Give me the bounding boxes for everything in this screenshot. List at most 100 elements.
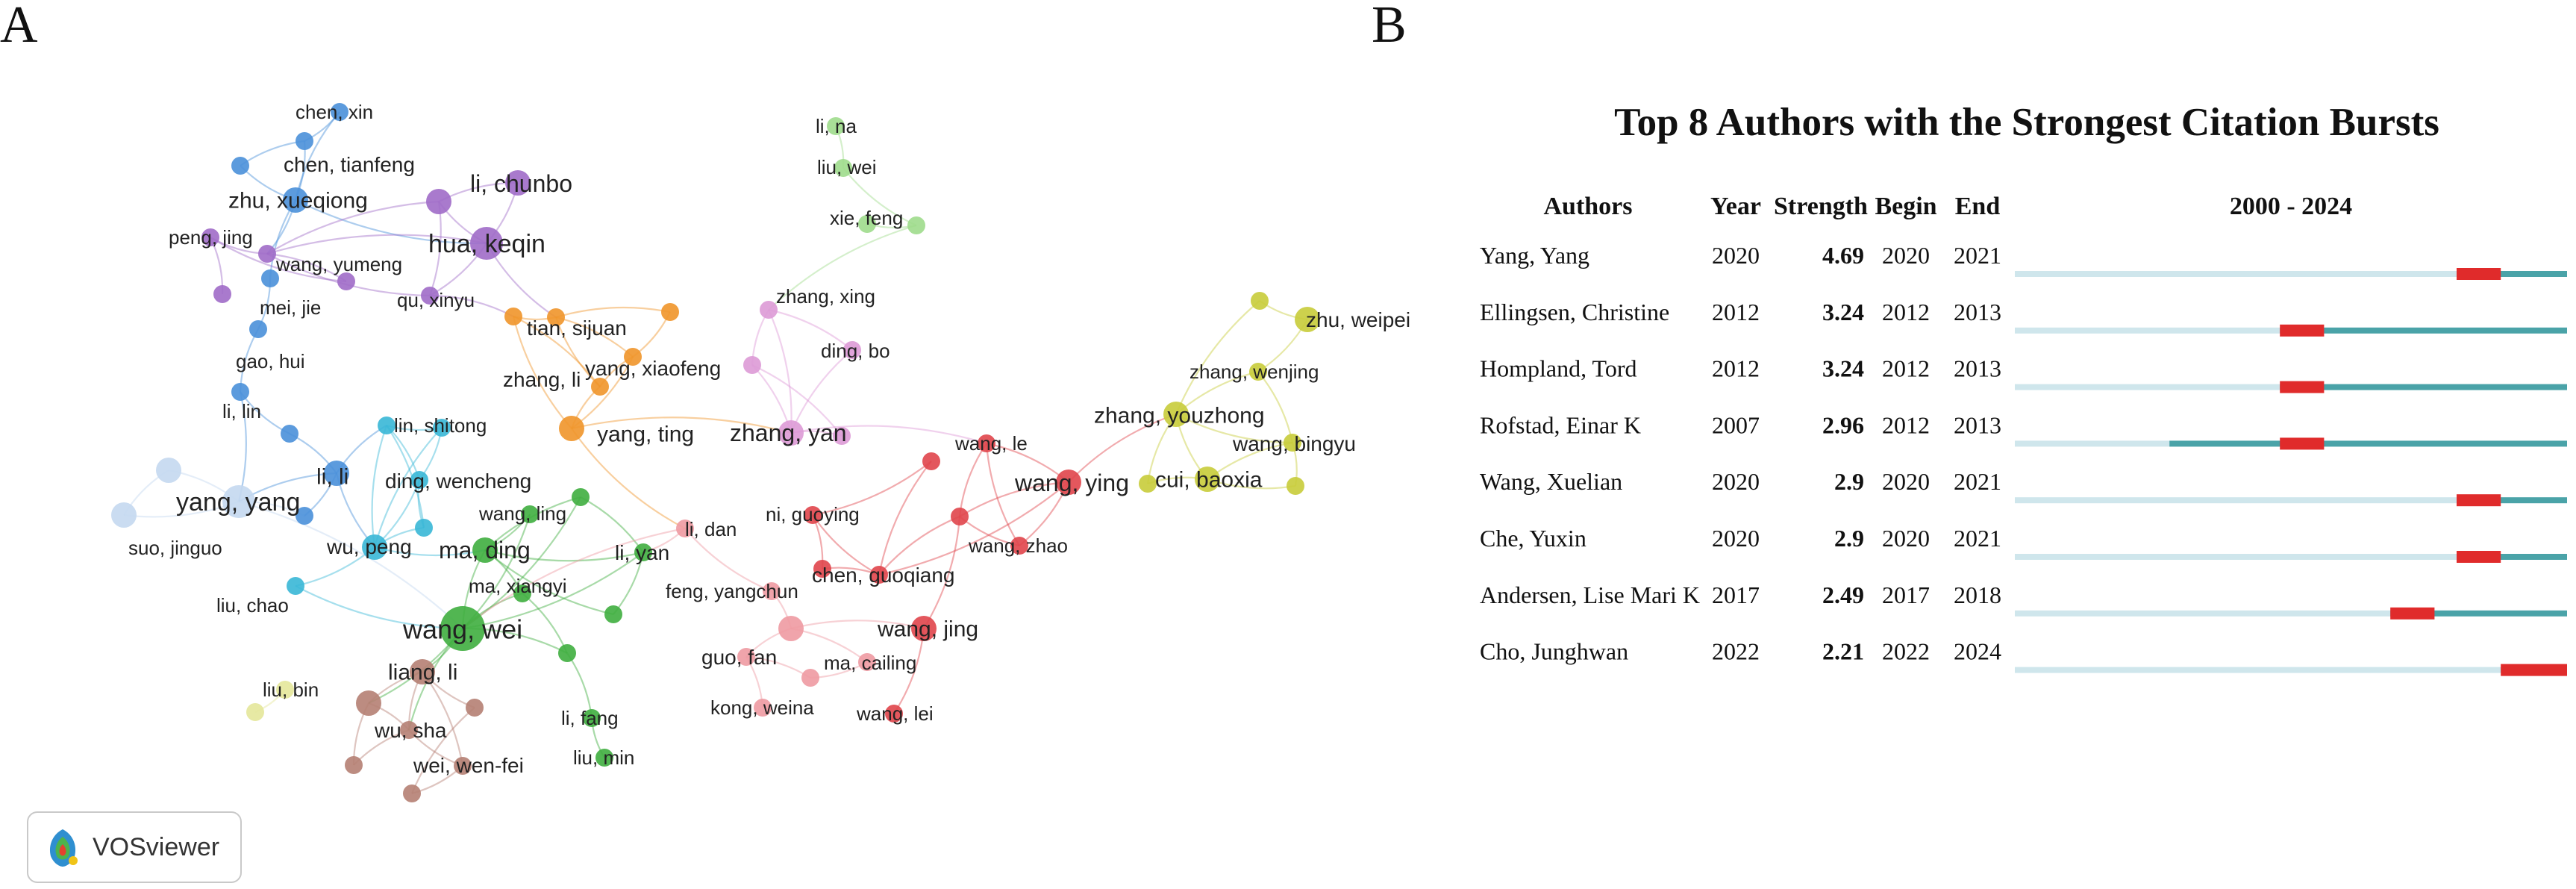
network-node-liu-bin [276,681,294,699]
network-node-green-b [558,644,576,662]
burst-author: Ellingsen, Christine [1480,299,1669,325]
burst-timeline-active [2457,554,2567,560]
network-label-cui-baoxia: cui, baoxia [1155,468,1263,493]
network-label-ding-wencheng: ding, wencheng [385,470,531,493]
burst-year: 2020 [1712,525,1760,552]
network-edge [878,481,1069,576]
network-label-feng-yangchun: feng, yangchun [666,580,798,602]
network-node-purple-a [426,189,451,214]
network-label-wang-le: wang, le [954,432,1028,455]
network-edge [768,224,917,311]
network-node-wang-le [978,434,995,452]
panel-a-label: A [0,0,38,54]
burst-strength: 2.49 [1822,581,1864,608]
network-label-wang-zhao: wang, zhao [968,534,1068,557]
network-node-zhang-yan [778,420,804,446]
network-node-pink-a [778,616,804,641]
network-node-brown-b [345,756,363,774]
network-edge [266,252,347,282]
network-edge [512,316,572,429]
network-edge [842,167,917,226]
network-node-lilac-b [833,427,851,445]
burst-segment [2280,437,2325,450]
network-edge [1175,414,1293,444]
network-label-li-na: li, na [816,115,857,137]
header-begin: Begin [1875,193,1936,220]
network-node-gao-hui [249,320,267,338]
network-node-zhang-xing [760,301,778,319]
network-node-guo-fan [737,648,755,666]
burst-year: 2012 [1712,299,1760,325]
burst-timeline-inactive [2015,667,2501,673]
network-node-cui-baoxia [1195,467,1220,492]
network-node-zhang-youzhong [1163,402,1189,427]
network-edge [878,515,960,575]
network-label-hua-keqin: hua, keqin [428,230,545,258]
network-node-orange-a [504,308,522,325]
network-node-cyan-b [415,519,433,537]
network-node-chen-tianfeng [296,132,313,150]
burst-table-title: Top 8 Authors with the Strongest Citatio… [1614,101,2439,144]
network-label-zhang-wenjing: zhang, wenjing [1189,361,1319,383]
network-label-yang-yang: yang, yang [176,488,300,517]
network-edge [295,199,487,245]
network-node-li-na [827,117,845,135]
network-edge [751,364,842,437]
burst-year: 2022 [1712,638,1760,665]
network-label-ding-bo: ding, bo [821,340,890,362]
network-node-zhu-xueqiong [283,187,308,213]
network-edge [790,425,987,445]
network-node-red-a [813,560,831,578]
network-edge [768,308,853,351]
network-node-liu-chao [287,577,304,595]
burst-end: 2024 [1954,638,2001,665]
network-edge [266,200,440,255]
burst-begin: 2012 [1882,355,1930,382]
network-node-ma-ding [472,537,498,563]
burst-segment [2457,494,2501,507]
network-label-xie-feng: xie, feng [830,207,903,229]
burst-end: 2021 [1954,242,2001,269]
burst-timeline-inactive [2015,497,2457,504]
citation-burst-table: Top 8 Authors with the Strongest Citatio… [1480,101,2567,676]
network-edge [484,549,614,616]
network-node-yellow-c [1287,477,1304,495]
network-edge [812,461,932,517]
burst-begin: 2020 [1882,242,1930,269]
network-label-guo-fan: guo, fan [701,646,777,669]
network-edge [812,514,880,575]
network-label-yang-xiaofeng: yang, xiaofeng [585,357,721,380]
network-label-wei-wen-fei: wei, wen-fei [413,754,524,777]
network-label-li-li: li, li [316,465,348,490]
header-authors: Authors [1543,193,1632,220]
burst-segment [2280,381,2325,393]
burst-author: Rofstad, Einar K [1480,411,1641,438]
burst-timeline-inactive [2015,554,2457,560]
network-label-liu-min: liu, min [573,746,634,769]
network-node-yang-yang [222,485,255,518]
burst-timeline-active [2457,271,2567,277]
network-label-li-dan: li, dan [685,518,737,540]
network-label-ma-xiangyi: ma, xiangyi [469,575,567,597]
burst-author: Che, Yuxin [1480,525,1586,552]
network-node-wang-jing [911,616,937,641]
network-label-peng-jing: peng, jing [169,226,253,249]
network-node-tian-sijuan [547,308,565,326]
network-node-ding-bo [843,341,861,359]
burst-segment [2457,551,2501,563]
network-node-wang-yumeng [258,245,276,263]
network-node-cyan-a [433,419,451,437]
vosviewer-logo-icon [49,829,78,867]
vosviewer-badge-label: VOSviewer [93,832,220,861]
network-node-wu-peng [362,534,387,560]
network-label-yang-ting: yang, ting [597,422,694,447]
network-edge [555,316,634,358]
burst-begin: 2012 [1882,299,1930,325]
network-node-yang-ting [559,416,584,441]
network-node-li-lin [231,383,249,401]
burst-year: 2020 [1712,468,1760,495]
burst-end: 2021 [1954,468,2001,495]
